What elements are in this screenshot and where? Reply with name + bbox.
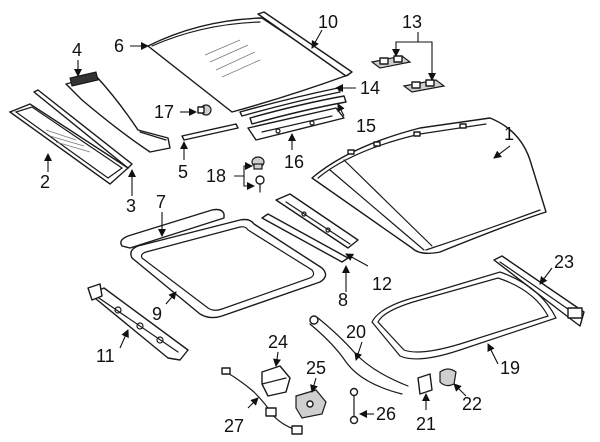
part-11-bracket <box>87 283 189 361</box>
part-22-valve <box>439 368 457 387</box>
part-26-bolt <box>349 387 359 425</box>
callout-26: 26 <box>376 404 396 424</box>
part-2-rear-glass <box>8 103 130 185</box>
callout-23: 23 <box>554 252 574 272</box>
callout-12: 12 <box>372 274 392 294</box>
part-9-frame <box>130 218 327 319</box>
part-12-side-rail <box>275 193 359 249</box>
part-23-rear-rail <box>493 255 585 327</box>
callout-13: 13 <box>402 12 422 32</box>
part-14-strip <box>239 87 341 117</box>
callout-5: 5 <box>178 162 188 182</box>
part-5-rail <box>181 123 239 141</box>
callout-22: 22 <box>462 394 482 414</box>
part-27-cable <box>221 367 303 435</box>
part-20-drain-hose <box>309 315 409 395</box>
part-13-clips <box>370 55 446 93</box>
callout-16: 16 <box>284 152 304 172</box>
callout-18: 18 <box>206 166 226 186</box>
part-7-seal <box>120 208 225 249</box>
callout-2: 2 <box>40 172 50 192</box>
callout-8: 8 <box>338 290 348 310</box>
part-21-valve <box>417 373 433 395</box>
callout-7: 7 <box>156 192 166 212</box>
callout-9: 9 <box>152 304 162 324</box>
callout-4: 4 <box>72 40 82 60</box>
part-6-roof-glass <box>146 17 350 113</box>
callout-25: 25 <box>306 358 326 378</box>
callout-27: 27 <box>224 416 244 436</box>
part-24-motor <box>261 365 291 397</box>
part-16-cross-member <box>247 107 345 141</box>
leader-lines <box>44 29 553 418</box>
callout-15: 15 <box>356 116 376 136</box>
callout-20: 20 <box>346 322 366 342</box>
part-10-seal-strip <box>257 11 353 77</box>
part-19-seal-loop <box>371 271 557 360</box>
callout-6: 6 <box>114 36 124 56</box>
part-17-screw <box>197 104 212 116</box>
callout-labels: 1 2 3 4 5 6 7 8 9 10 11 12 13 14 15 16 1… <box>40 12 574 436</box>
callout-24: 24 <box>268 332 288 352</box>
callout-19: 19 <box>500 358 520 378</box>
callout-21: 21 <box>416 414 436 434</box>
part-3-edge-strip <box>33 89 133 169</box>
callout-10: 10 <box>318 12 338 32</box>
callout-17: 17 <box>154 102 174 122</box>
part-4-deflector <box>65 71 171 153</box>
part-18-clip-bolt <box>251 156 265 193</box>
part-15-strip <box>249 95 347 125</box>
part-1-roof-panel <box>311 117 547 255</box>
callout-3: 3 <box>126 196 136 216</box>
part-25-switch <box>295 389 327 419</box>
callout-11: 11 <box>96 346 115 366</box>
callout-14: 14 <box>360 78 380 98</box>
callout-1: 1 <box>504 124 514 144</box>
